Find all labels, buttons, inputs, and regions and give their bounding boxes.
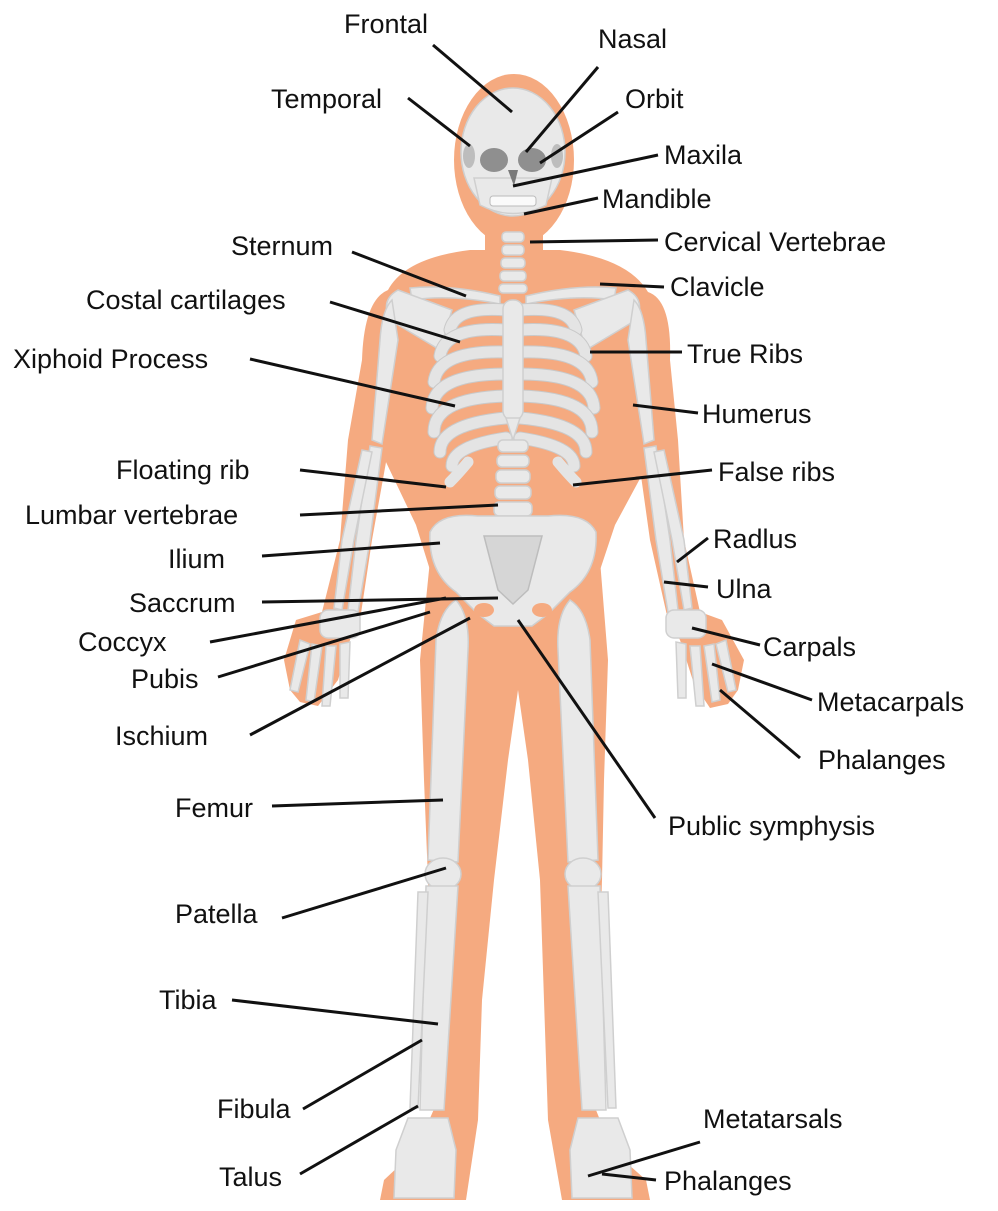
label-public-symphysis: Public symphysis <box>668 811 875 841</box>
cervical-spine <box>499 232 527 293</box>
label-patella: Patella <box>175 899 259 929</box>
label-humerus: Humerus <box>702 399 812 429</box>
label-fibula: Fibula <box>217 1094 292 1124</box>
label-cervical-vertebrae: Cervical Vertebrae <box>664 227 886 257</box>
right-obturator <box>532 603 552 617</box>
label-pubis: Pubis <box>131 664 199 694</box>
label-sternum: Sternum <box>231 231 333 261</box>
label-orbit: Orbit <box>625 84 684 114</box>
label-true-ribs: True Ribs <box>687 339 803 369</box>
label-xiphoid-process: Xiphoid Process <box>13 344 208 374</box>
label-maxila: Maxila <box>664 140 743 170</box>
leader-tibia <box>232 1000 438 1024</box>
leader-cervical <box>530 240 658 242</box>
label-nasal: Nasal <box>598 24 667 54</box>
label-false-ribs: False ribs <box>718 457 835 487</box>
right-patella <box>565 858 601 890</box>
label-ilium: Ilium <box>168 544 225 574</box>
label-floating-rib: Floating rib <box>116 455 250 485</box>
label-carpals: Carpals <box>763 632 856 662</box>
label-foot-phalanges: Phalanges <box>664 1166 792 1196</box>
left-foot <box>394 1118 456 1198</box>
label-sacrum: Saccrum <box>129 588 236 618</box>
label-radius: Radlus <box>713 524 797 554</box>
label-lumbar-vertebrae: Lumbar vertebrae <box>25 500 238 530</box>
label-femur: Femur <box>175 793 253 823</box>
label-temporal: Temporal <box>271 84 382 114</box>
leader-hand-phalanges <box>720 690 800 758</box>
label-hand-phalanges: Phalanges <box>818 745 946 775</box>
label-talus: Talus <box>219 1162 282 1192</box>
leader-fibula <box>303 1040 422 1109</box>
label-tibia: Tibia <box>159 985 218 1015</box>
teeth <box>490 196 536 206</box>
left-eye-socket <box>480 148 508 172</box>
sternum-bone <box>503 300 523 420</box>
leader-femur <box>272 800 443 806</box>
label-metatarsals: Metatarsals <box>703 1104 843 1134</box>
label-ulna: Ulna <box>716 574 773 604</box>
lumbar-spine <box>494 440 532 516</box>
label-frontal: Frontal <box>344 9 428 39</box>
right-eye-socket <box>518 148 546 172</box>
left-temporal-spot <box>463 144 475 168</box>
label-coccyx: Coccyx <box>78 627 167 657</box>
label-ischium: Ischium <box>115 721 208 751</box>
label-metacarpals: Metacarpals <box>817 687 964 717</box>
label-costal-cartilages: Costal cartilages <box>86 285 286 315</box>
left-obturator <box>474 603 494 617</box>
right-foot <box>570 1118 632 1198</box>
label-clavicle: Clavicle <box>670 272 765 302</box>
skull <box>461 88 565 216</box>
label-mandible: Mandible <box>602 184 712 214</box>
